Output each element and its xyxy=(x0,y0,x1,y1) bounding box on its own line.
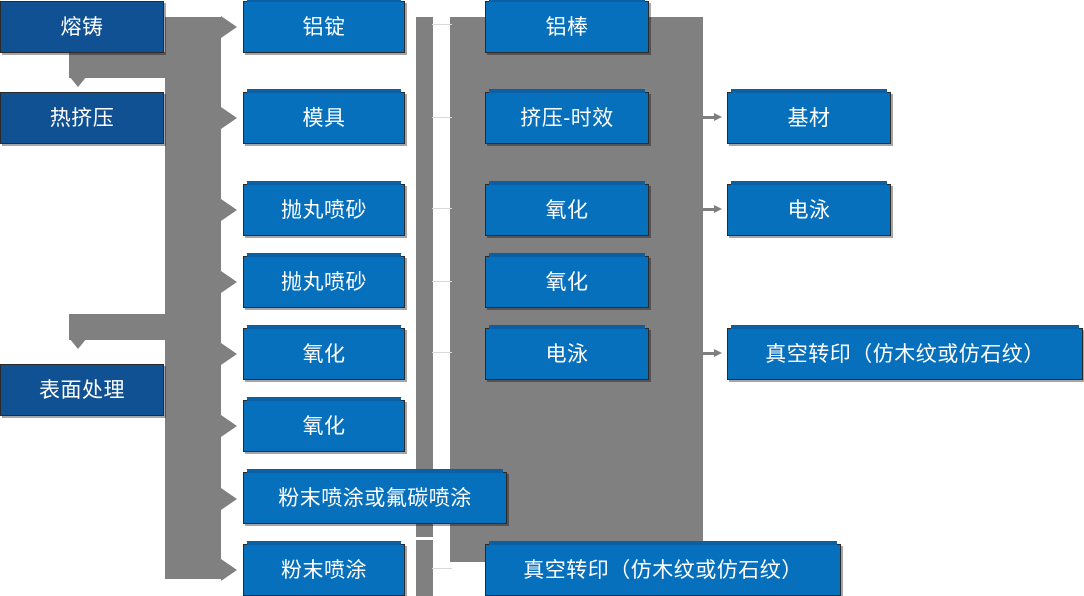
node-label: 铝锭 xyxy=(302,15,346,39)
node-label: 氧化 xyxy=(302,414,346,438)
node-label: 电泳 xyxy=(545,342,589,366)
node-melting-casting[interactable]: 熔铸 xyxy=(0,1,164,53)
node-label: 热挤压 xyxy=(49,106,115,130)
node-shot-blasting-1[interactable]: 抛丸喷砂 xyxy=(243,181,405,236)
box-top-highlight xyxy=(247,0,401,2)
link-line-3 xyxy=(432,281,452,282)
box-top-highlight xyxy=(489,89,645,93)
bar-tip-1 xyxy=(221,107,237,129)
middle-narrow-bar-upper xyxy=(416,17,433,537)
box-top-highlight xyxy=(247,325,401,329)
node-label: 真空转印（仿木纹或仿石纹） xyxy=(523,558,803,582)
node-powder-coating[interactable]: 粉末喷涂 xyxy=(243,541,405,596)
node-vacuum-transfer-col4[interactable]: 真空转印（仿木纹或仿石纹） xyxy=(727,325,1083,380)
box-top-highlight xyxy=(247,89,401,93)
link-line-5 xyxy=(432,568,452,569)
node-powder-or-fluorocarbon-coating[interactable]: 粉末喷涂或氟碳喷涂 xyxy=(243,469,507,524)
node-label: 氧化 xyxy=(302,342,346,366)
left-connector-stub-bottom xyxy=(69,314,169,340)
bar-tip-0 xyxy=(221,16,237,38)
node-label: 挤压-时效 xyxy=(520,106,614,130)
bar-tip-6 xyxy=(221,488,237,510)
node-oxidation-col3-1[interactable]: 氧化 xyxy=(485,181,649,236)
middle-narrow-bar-lower xyxy=(416,540,433,596)
link-line-2 xyxy=(432,208,452,209)
box-top-highlight xyxy=(247,181,401,185)
box-top-highlight xyxy=(247,253,401,257)
node-label: 表面处理 xyxy=(39,378,125,402)
bar-tip-7 xyxy=(221,559,237,581)
node-aluminum-bar[interactable]: 铝棒 xyxy=(485,0,649,53)
node-vacuum-transfer-col3[interactable]: 真空转印（仿木纹或仿石纹） xyxy=(485,541,841,596)
node-oxidation-col2-1[interactable]: 氧化 xyxy=(243,325,405,380)
node-label: 熔铸 xyxy=(60,15,104,39)
bar-tip-2 xyxy=(221,199,237,221)
node-label: 粉末喷涂 xyxy=(281,558,367,582)
link-line-4 xyxy=(432,352,452,353)
box-top-highlight xyxy=(731,325,1079,329)
box-top-highlight xyxy=(489,0,645,2)
box-top-highlight xyxy=(247,397,401,401)
node-label: 氧化 xyxy=(545,270,589,294)
down-arrow-icon-ingot-to-extrude xyxy=(69,76,87,87)
node-electrophoresis-col4[interactable]: 电泳 xyxy=(727,181,891,236)
node-electrophoresis-col3[interactable]: 电泳 xyxy=(485,325,649,380)
bar-tip-3 xyxy=(221,271,237,293)
left-connector-bar xyxy=(165,17,221,579)
node-aluminum-ingot[interactable]: 铝锭 xyxy=(243,0,405,53)
box-top-highlight xyxy=(489,181,645,185)
node-shot-blasting-2[interactable]: 抛丸喷砂 xyxy=(243,253,405,308)
node-label: 真空转印（仿木纹或仿石纹） xyxy=(765,342,1045,366)
node-label: 模具 xyxy=(302,106,346,130)
node-label: 基材 xyxy=(787,106,831,130)
box-top-highlight xyxy=(731,181,887,185)
node-substrate[interactable]: 基材 xyxy=(727,89,891,144)
box-top-highlight xyxy=(489,253,645,257)
node-label: 电泳 xyxy=(787,198,831,222)
bar-tip-4 xyxy=(221,343,237,365)
node-mold[interactable]: 模具 xyxy=(243,89,405,144)
node-oxidation-col3-2[interactable]: 氧化 xyxy=(485,253,649,308)
node-extrusion-aging[interactable]: 挤压-时效 xyxy=(485,89,649,144)
node-label: 抛丸喷砂 xyxy=(281,270,367,294)
left-connector-stub-top xyxy=(69,52,169,78)
node-label: 粉末喷涂或氟碳喷涂 xyxy=(278,486,472,510)
node-label: 抛丸喷砂 xyxy=(281,198,367,222)
box-top-highlight xyxy=(489,325,645,329)
down-arrow-icon-extrude-to-surface xyxy=(69,338,87,349)
box-top-highlight xyxy=(731,89,887,93)
box-top-highlight xyxy=(489,541,837,545)
node-surface-treatment[interactable]: 表面处理 xyxy=(0,364,164,416)
link-line-1 xyxy=(432,117,452,118)
node-label: 氧化 xyxy=(545,198,589,222)
node-hot-extrusion[interactable]: 热挤压 xyxy=(0,92,164,144)
box-top-highlight xyxy=(247,541,401,545)
box-top-highlight xyxy=(247,469,503,473)
bar-tip-5 xyxy=(221,415,237,437)
node-oxidation-col2-2[interactable]: 氧化 xyxy=(243,397,405,452)
node-label: 铝棒 xyxy=(545,15,589,39)
link-line-0 xyxy=(432,24,452,25)
